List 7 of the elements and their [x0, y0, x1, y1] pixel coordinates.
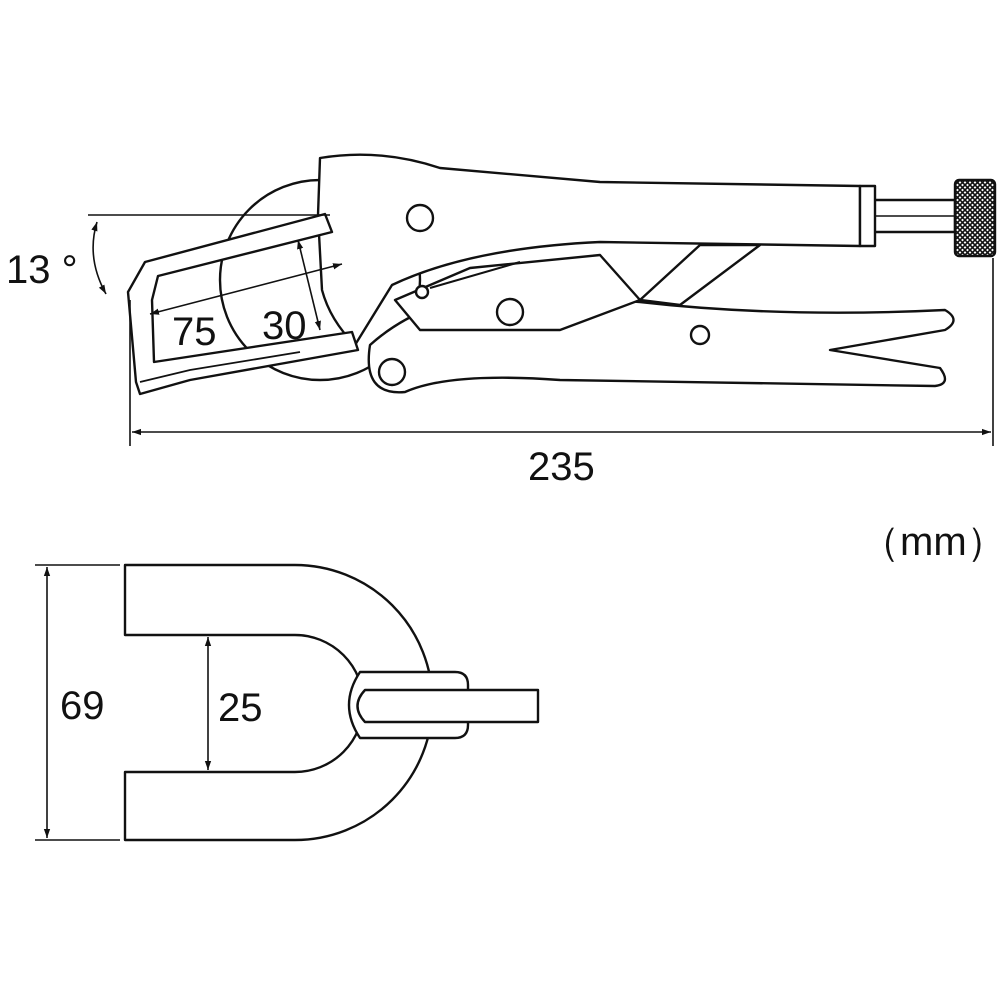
dimension-label: 69	[60, 686, 104, 726]
dimension-label: 25	[218, 688, 262, 728]
unit-label: （mm）	[860, 522, 1000, 562]
dimension-label: 75	[172, 312, 216, 352]
dimension-label: 235	[528, 447, 595, 487]
dimension-label: 30	[262, 306, 306, 346]
angle-label: 13 °	[6, 250, 78, 290]
